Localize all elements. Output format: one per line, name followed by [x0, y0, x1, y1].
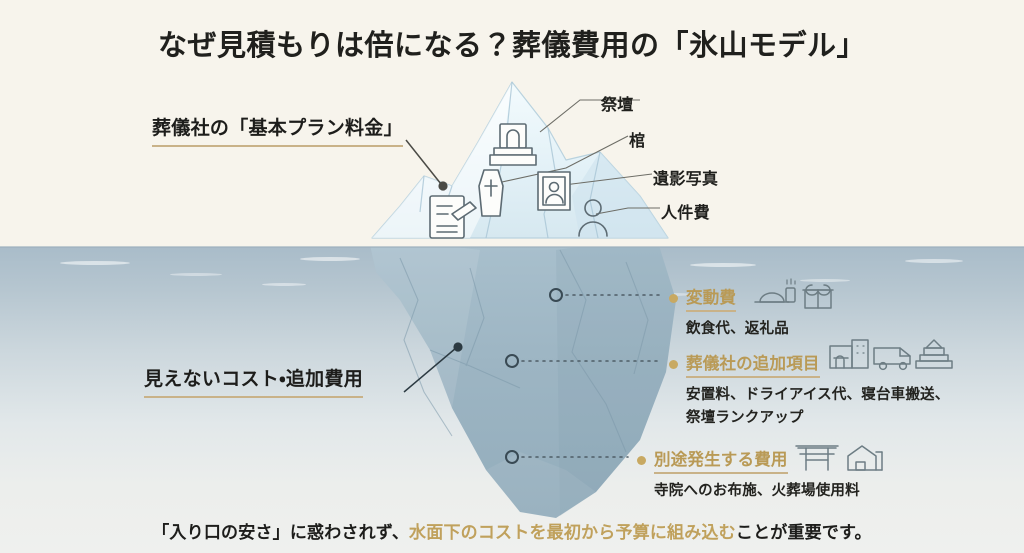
- callout-label-saidan: 祭壇: [601, 97, 634, 114]
- bullet-dot-icon: [669, 293, 678, 303]
- footer-caption: 「入り口の安さ」に惑わされず、水面下のコストを最初から予算に組み込むことが重要で…: [0, 518, 1024, 543]
- contract-document-icon: [429, 195, 477, 239]
- callout-leaders-top: [501, 99, 660, 215]
- crematorium-icon: [847, 445, 883, 471]
- cost-item-additional-header: 葬儀社の追加項目: [669, 350, 962, 378]
- bullet-dot-icon: [669, 359, 678, 369]
- callout-label-labor: 人件費: [661, 205, 710, 222]
- footer-highlight: 水面下のコストを最初から予算に組み込む: [409, 523, 736, 542]
- altar-icon: [489, 123, 537, 166]
- connector-row-additional: [505, 354, 661, 368]
- food-tray-icon: [754, 278, 796, 303]
- coffin-icon: [478, 169, 504, 217]
- cost-item-separate-header: 別途発生する費用: [637, 446, 900, 474]
- label-hidden-cost-underline: [144, 396, 364, 398]
- connector-row-henbdouhi: [549, 288, 661, 302]
- building-icon: [829, 339, 869, 369]
- page-title: なぜ見積もりは倍になる？葬儀費用の「氷山モデル」: [157, 30, 866, 62]
- connector-basic-plan: [405, 139, 448, 191]
- hearse-van-icon: [873, 347, 911, 371]
- connector-hidden-cost: [403, 342, 463, 393]
- label-hidden-cost-text: 見えないコスト・追加費用: [144, 369, 364, 390]
- iceberg-submerged: [370, 247, 676, 518]
- label-basic-plan: 葬儀社の「基本プラン料金」: [152, 113, 403, 147]
- cost-item-variable: 変動費 飲食代、返礼品: [669, 284, 838, 340]
- cost-item-separate-icons: [800, 459, 900, 461]
- cost-item-separate-body: 寺院へのお布施、火葬場使用料: [654, 483, 860, 499]
- label-hidden-cost: 見えないコスト・追加費用: [144, 364, 364, 398]
- cost-item-additional: 葬儀社の追加項目 安置料、ドライアイス代、寝台車搬送、 祭壇ランクアップ: [669, 350, 962, 429]
- altar-icon: [915, 339, 953, 369]
- connector-row-separate: [505, 450, 629, 464]
- gift-box-icon: [802, 284, 834, 309]
- callout-label-portrait: 遺影写真: [653, 171, 719, 188]
- footer-tail: ことが重要です。: [735, 523, 872, 542]
- cost-item-additional-body-line2: 祭壇ランクアップ: [686, 410, 804, 427]
- cost-item-additional-body-line1: 安置料、ドライアイス代、寝台車搬送、: [686, 387, 950, 403]
- cost-item-variable-title: 変動費: [686, 284, 737, 312]
- bullet-dot-icon: [637, 455, 646, 465]
- label-basic-plan-text: 葬儀社の「基本プラン料金」: [152, 118, 403, 139]
- torii-gate-icon: [795, 445, 839, 471]
- cost-item-additional-title: 葬儀社の追加項目: [686, 350, 820, 378]
- cost-item-variable-icons: [748, 297, 838, 299]
- callout-label-kan: 棺: [629, 133, 646, 150]
- cost-item-variable-body: 飲食代、返礼品: [686, 321, 789, 337]
- person-icon: [578, 199, 608, 237]
- cost-item-separate: 別途発生する費用 寺院へのお布施、火葬場使用料: [637, 446, 900, 502]
- label-basic-plan-underline: [152, 145, 403, 147]
- footer-lead: 「入り口の安さ」に惑わされず、: [152, 523, 410, 542]
- portrait-photo-icon: [537, 171, 571, 211]
- cost-item-variable-header: 変動費: [669, 284, 838, 312]
- cost-item-separate-title: 別途発生する費用: [654, 446, 788, 474]
- cost-item-additional-icons: [832, 363, 962, 365]
